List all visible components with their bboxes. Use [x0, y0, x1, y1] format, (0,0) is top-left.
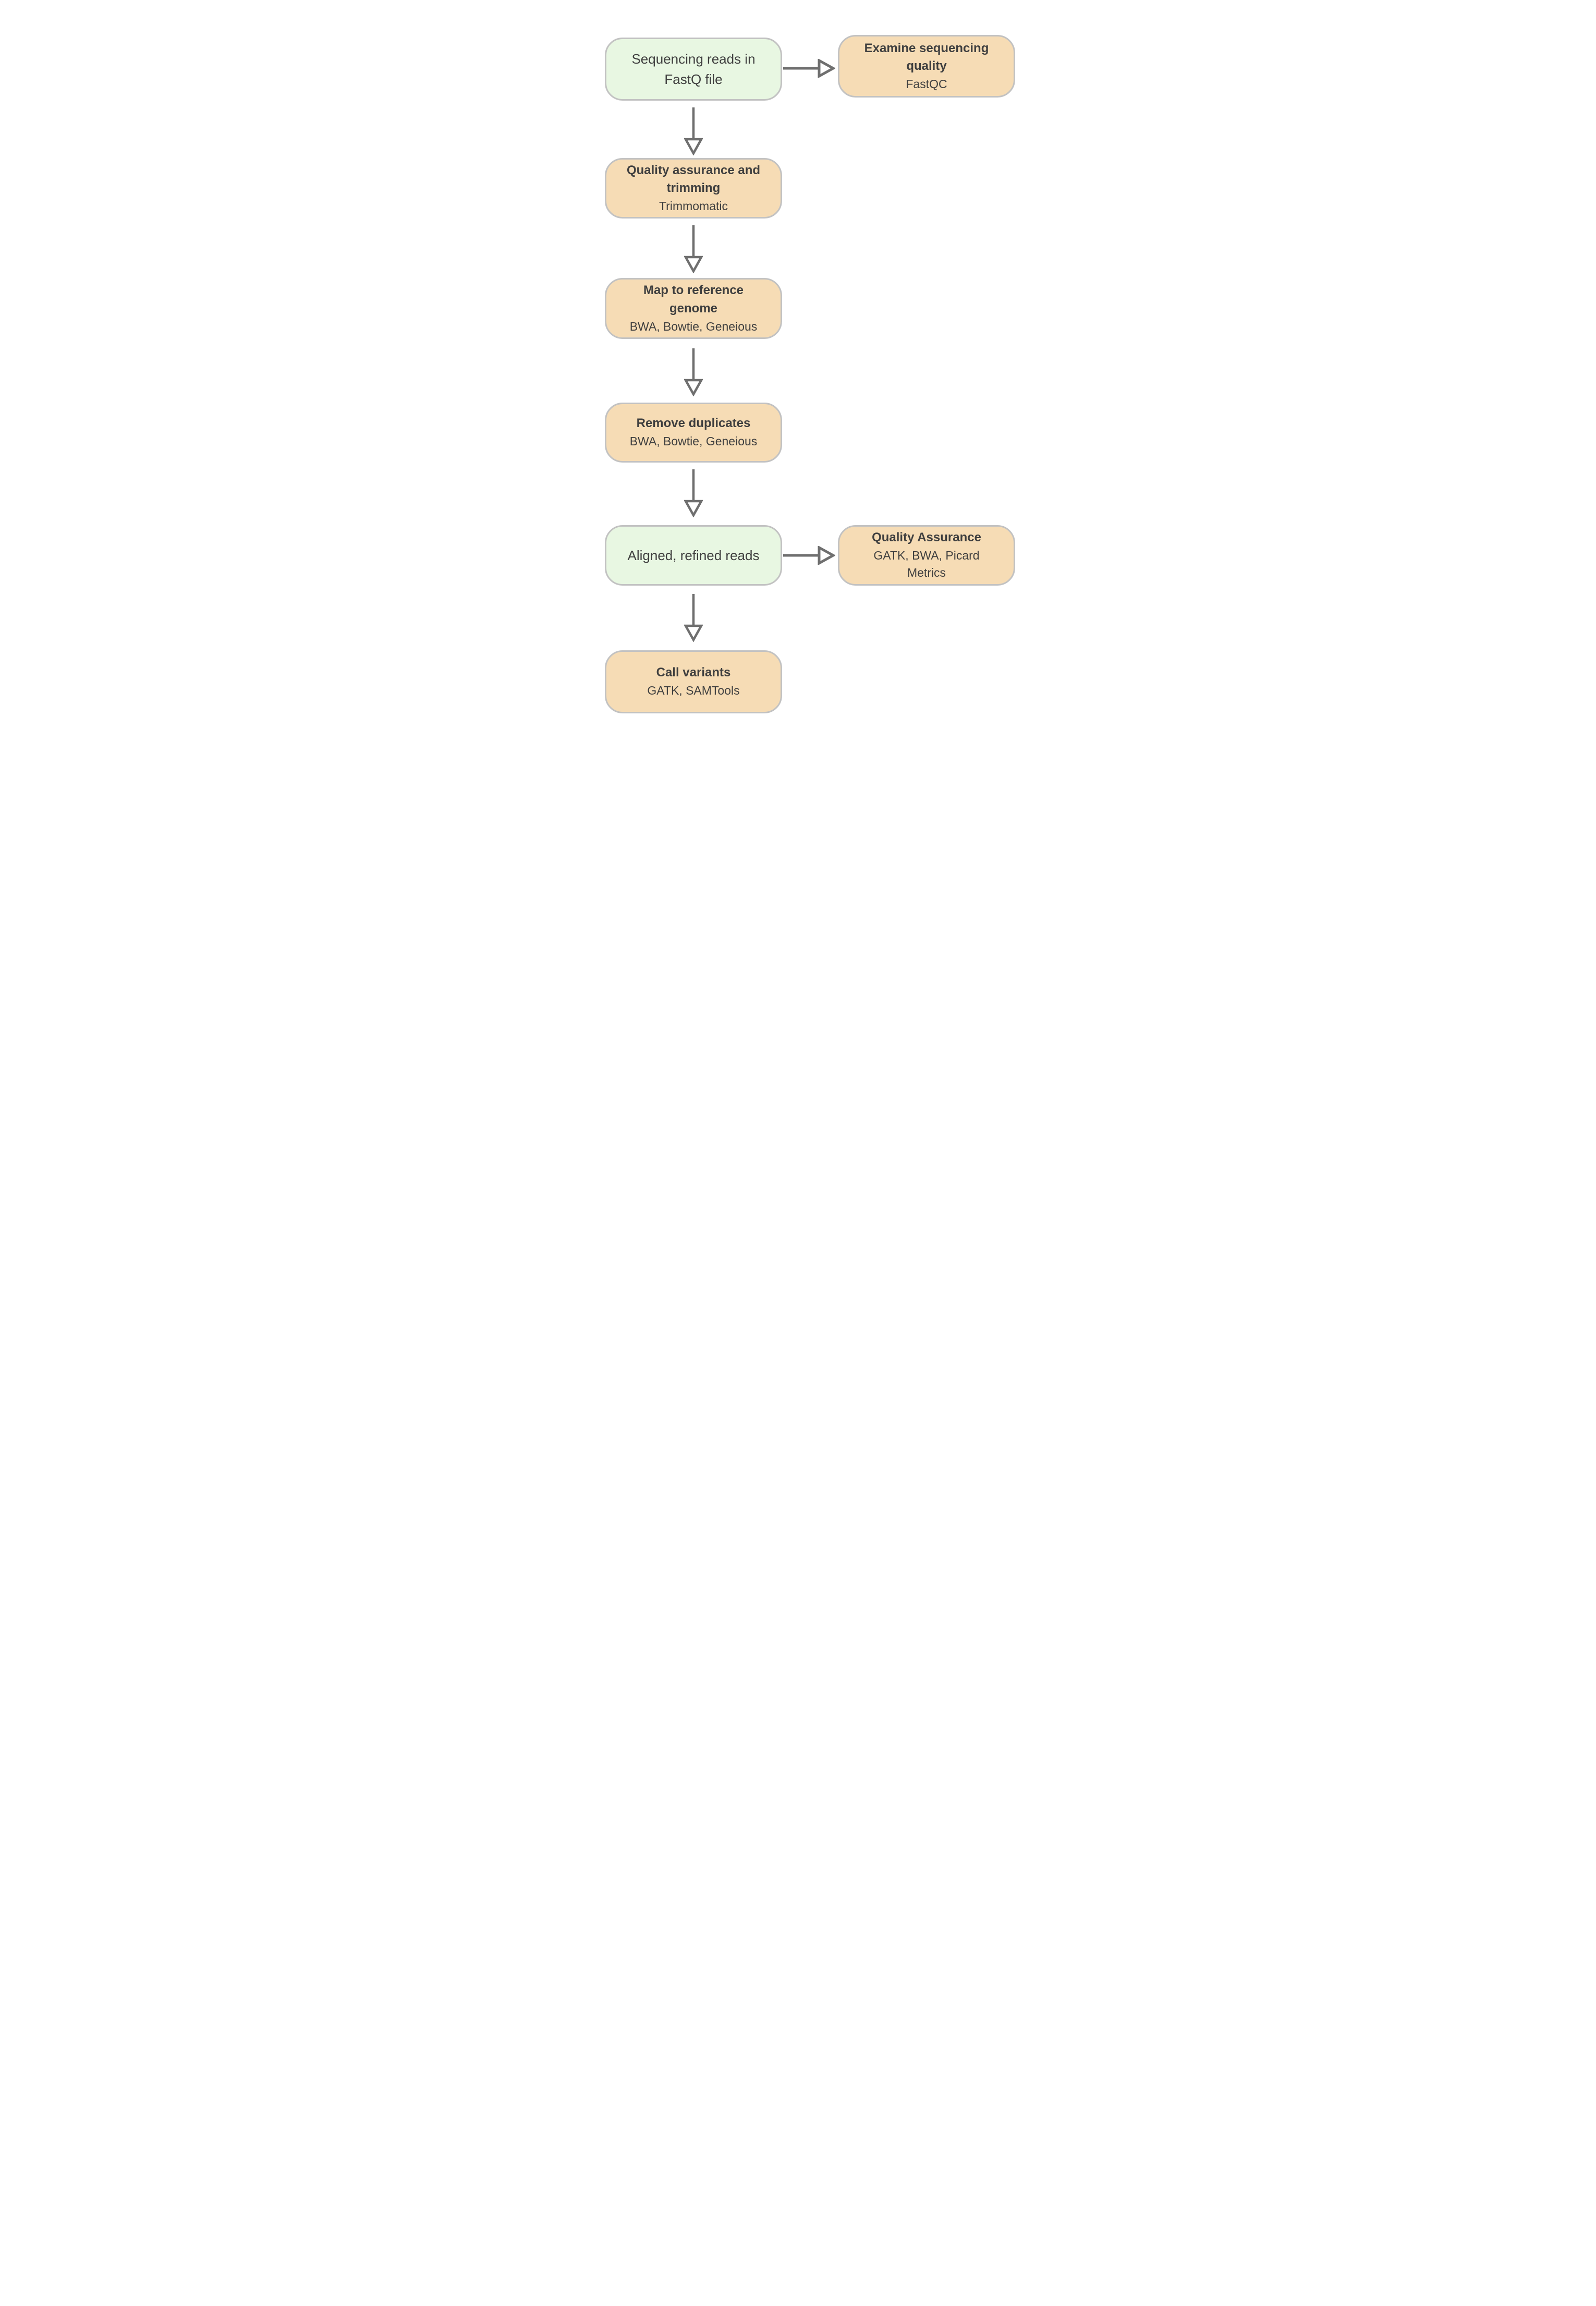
arrow-down-icon: [684, 469, 703, 517]
node-subtitle: BWA, Bowtie, Geneious: [629, 319, 758, 333]
node-label: Aligned, refined reads: [627, 547, 760, 563]
arrow-quality-assurance-trimming-to-map-reference: [684, 225, 703, 273]
node-title: Call variants: [656, 665, 731, 680]
node-examine-sequencing-quality: Examine sequencing quality FastQC: [838, 35, 1015, 98]
arrow-down-icon: [684, 594, 703, 642]
arrow-right-icon: [783, 546, 835, 565]
flowchart-canvas: Sequencing reads in FastQ file Examine s…: [532, 0, 1064, 769]
node-title: Examine sequencing quality: [864, 41, 989, 74]
node-quality-assurance-trimming: Quality assurance and trimming Trimmomat…: [605, 158, 782, 219]
node-title: Quality Assurance: [872, 530, 981, 545]
arrow-right-icon: [783, 59, 835, 78]
arrow-sequencing-reads-to-quality-assurance-trimming: [684, 107, 703, 155]
node-label: Sequencing reads in FastQ file: [631, 51, 756, 87]
arrow-sequencing-reads-to-examine-quality: [783, 59, 835, 78]
node-title: Map to reference genome: [643, 283, 744, 315]
node-call-variants: Call variants GATK, SAMTools: [605, 650, 782, 713]
node-subtitle: GATK, BWA, Picard Metrics: [873, 549, 980, 580]
node-subtitle: GATK, SAMTools: [647, 684, 740, 698]
arrow-aligned-reads-to-call-variants: [684, 594, 703, 642]
arrow-down-icon: [684, 348, 703, 396]
node-quality-assurance: Quality Assurance GATK, BWA, Picard Metr…: [838, 525, 1015, 586]
node-map-to-reference-genome: Map to reference genome BWA, Bowtie, Gen…: [605, 278, 782, 339]
node-aligned-refined-reads: Aligned, refined reads: [605, 525, 782, 586]
node-subtitle: FastQC: [906, 77, 947, 91]
arrow-remove-duplicates-to-aligned-reads: [684, 469, 703, 517]
arrow-aligned-reads-to-quality-assurance: [783, 546, 835, 565]
node-title: Quality assurance and trimming: [626, 163, 761, 196]
node-subtitle: BWA, Bowtie, Geneious: [629, 434, 758, 448]
node-subtitle: Trimmomatic: [659, 199, 728, 213]
arrow-map-reference-to-remove-duplicates: [684, 348, 703, 396]
node-title: Remove duplicates: [636, 416, 751, 431]
arrow-down-icon: [684, 107, 703, 155]
node-sequencing-reads-fastq: Sequencing reads in FastQ file: [605, 38, 782, 101]
node-remove-duplicates: Remove duplicates BWA, Bowtie, Geneious: [605, 403, 782, 463]
arrow-down-icon: [684, 225, 703, 273]
